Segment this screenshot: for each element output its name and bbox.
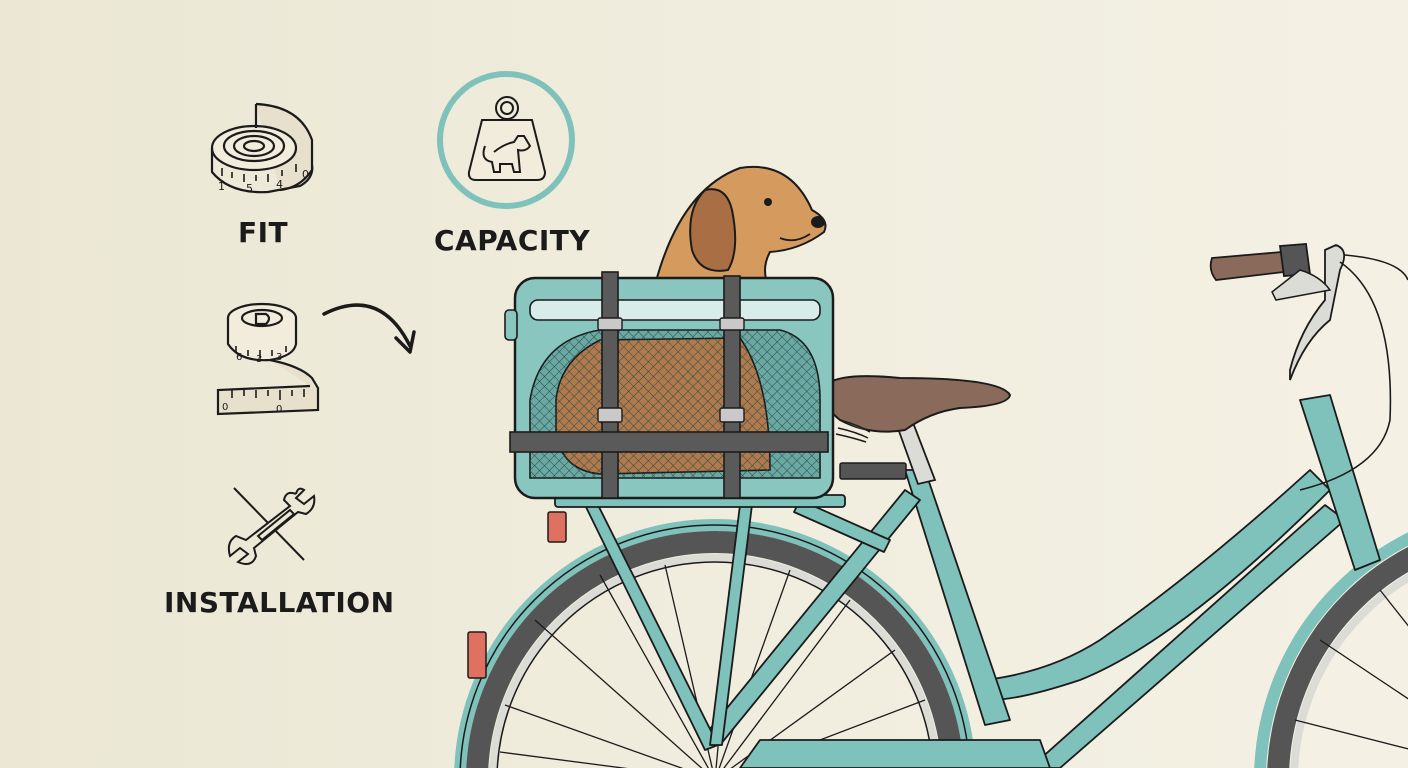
svg-text:0: 0 (302, 168, 309, 181)
svg-text:4: 4 (276, 178, 283, 191)
svg-text:0: 0 (222, 402, 228, 413)
svg-text:6: 6 (236, 352, 242, 363)
feature-label-installation: INSTALLATION (164, 586, 395, 619)
svg-text:0: 0 (276, 404, 282, 415)
svg-text:1: 1 (218, 180, 225, 193)
svg-text:3: 3 (256, 354, 262, 365)
feature-label-capacity: CAPACITY (434, 224, 591, 257)
svg-text:5: 5 (246, 182, 253, 195)
svg-text:3: 3 (276, 352, 282, 363)
feature-label-fit: FIT (238, 216, 289, 249)
